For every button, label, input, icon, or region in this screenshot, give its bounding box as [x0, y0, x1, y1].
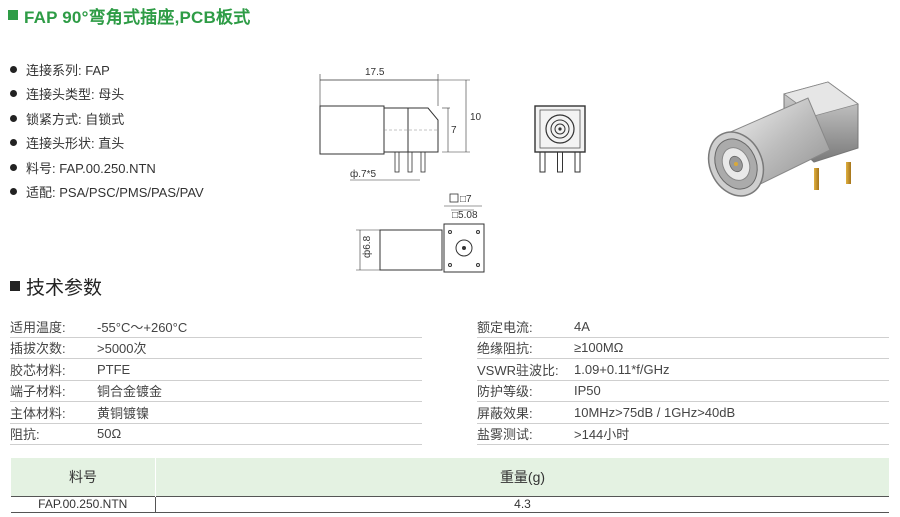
spec-label: 屏蔽效果:: [477, 405, 533, 421]
spec-value: 50Ω: [97, 426, 122, 442]
spec-value: 黄铜镀镍: [97, 405, 150, 421]
list-item: 锁紧方式: 自锁式: [10, 106, 204, 131]
dim-sq508-label: □5.08: [452, 210, 478, 221]
spec-row: 额定电流: 4A: [477, 316, 889, 338]
spec-row: 适用温度: -55°C～+260°C: [10, 316, 422, 338]
feature-text: 适配: PSA/PSC/PMS/PAS/PAV: [26, 185, 204, 201]
dim-pin-label: ф.7*5: [350, 168, 376, 180]
spec-label: VSWR驻波比:: [477, 362, 559, 378]
spec-row: 防护等级: IP50: [477, 381, 889, 402]
spec-value: -55°C～+260°C: [97, 319, 188, 335]
feature-text: 连接头类型: 母头: [26, 87, 125, 103]
spec-row: VSWR驻波比: 1.09+0.11*f/GHz: [477, 359, 889, 381]
bullet-icon: [10, 188, 17, 196]
feature-text: 锁紧方式: 自锁式: [26, 111, 125, 127]
section-heading: 技术参数: [10, 275, 103, 299]
dim-sq7-label: □7: [460, 194, 472, 205]
dim-7-label: 7: [451, 125, 457, 136]
list-item: 连接头类型: 母头: [10, 82, 204, 107]
spec-label: 防护等级:: [477, 384, 533, 400]
face-view-drawing: [534, 105, 586, 173]
feature-text: 连接系列: FAP: [26, 62, 110, 78]
spec-row: 插拔次数: >5000次: [10, 338, 422, 359]
front-view-drawing: □7 □5.08 ф6.8: [356, 193, 485, 273]
feature-text: 料号: FAP.00.250.NTN: [26, 160, 156, 176]
bullet-icon: [10, 163, 17, 171]
spec-value: IP50: [574, 383, 601, 399]
spec-value: 10MHz>75dB / 1GHz>40dB: [574, 404, 736, 420]
spec-label: 阻抗:: [10, 427, 40, 443]
spec-row: 屏蔽效果: 10MHz>75dB / 1GHz>40dB: [477, 402, 889, 424]
dim-length-label: 17.5: [365, 67, 385, 78]
title-square-icon: [8, 10, 18, 20]
spec-value: ≥100MΩ: [574, 340, 624, 356]
spec-value: PTFE: [97, 361, 131, 377]
section-square-icon: [10, 281, 20, 291]
dim-dia-label: ф6.8: [361, 235, 373, 258]
spec-row: 盐雾测试: >144小时: [477, 424, 889, 445]
spec-label: 盐雾测试:: [477, 427, 533, 443]
spec-label: 额定电流:: [477, 319, 533, 335]
spec-value: 4A: [574, 318, 590, 334]
feature-list: 连接系列: FAP 连接头类型: 母头 锁紧方式: 自锁式 连接头形状: 直头 …: [10, 57, 204, 204]
section-title: 技术参数: [26, 277, 103, 299]
spec-label: 胶芯材料:: [10, 362, 66, 378]
table-cell-weight: 4.3: [155, 495, 889, 513]
specs-left: 适用温度:-55°C～+260°C 插拔次数:>5000次 胶芯材料:PTFE …: [10, 316, 422, 445]
spec-label: 插拔次数:: [10, 341, 66, 357]
spec-row: 绝缘阻抗: ≥100MΩ: [477, 338, 889, 359]
spec-row: 主体材料: 黄铜镀镍: [10, 402, 422, 424]
table-header-part: 料号: [10, 458, 156, 496]
table-row: FAP.00.250.NTN 4.3: [10, 495, 889, 513]
bullet-icon: [10, 114, 17, 122]
table-header-row: 料号 重量(g): [10, 458, 889, 496]
bullet-icon: [10, 90, 17, 98]
specs-right: 额定电流: 4A 绝缘阻抗: ≥100MΩ VSWR驻波比: 1.09+0.11*f/…: [477, 316, 889, 445]
spec-value: >5000次: [97, 341, 147, 357]
spec-value: >144小时: [574, 427, 630, 443]
side-view-drawing: 17.5 7 10 ф.7*5: [319, 67, 482, 181]
list-item: 适配: PSA/PSC/PMS/PAS/PAV: [10, 180, 204, 205]
bullet-icon: [10, 139, 17, 147]
dim-10-label: 10: [470, 112, 482, 123]
bullet-icon: [10, 65, 17, 73]
product-image: [707, 81, 859, 197]
part-table: 料号 重量(g) FAP.00.250.NTN 4.3: [10, 458, 889, 513]
spec-label: 主体材料:: [10, 405, 66, 421]
table-cell-part: FAP.00.250.NTN: [10, 495, 156, 513]
feature-text: 连接头形状: 直头: [26, 136, 125, 152]
spec-label: 适用温度:: [10, 319, 66, 335]
spec-value: 铜合金镀金: [97, 384, 163, 400]
page-title: FAP 90°弯角式插座,PCB板式: [24, 7, 251, 27]
spec-value: 1.09+0.11*f/GHz: [574, 361, 670, 377]
spec-row: 端子材料: 铜合金镀金: [10, 381, 422, 402]
list-item: 连接系列: FAP: [10, 57, 204, 82]
spec-label: 端子材料:: [10, 384, 66, 400]
list-item: 料号: FAP.00.250.NTN: [10, 155, 204, 180]
page-title-row: FAP 90°弯角式插座,PCB板式: [8, 4, 251, 27]
spec-row: 阻抗: 50Ω: [10, 424, 422, 445]
list-item: 连接头形状: 直头: [10, 131, 204, 156]
table-header-weight: 重量(g): [155, 458, 889, 496]
spec-label: 绝缘阻抗:: [477, 341, 533, 357]
spec-row: 胶芯材料: PTFE: [10, 359, 422, 381]
